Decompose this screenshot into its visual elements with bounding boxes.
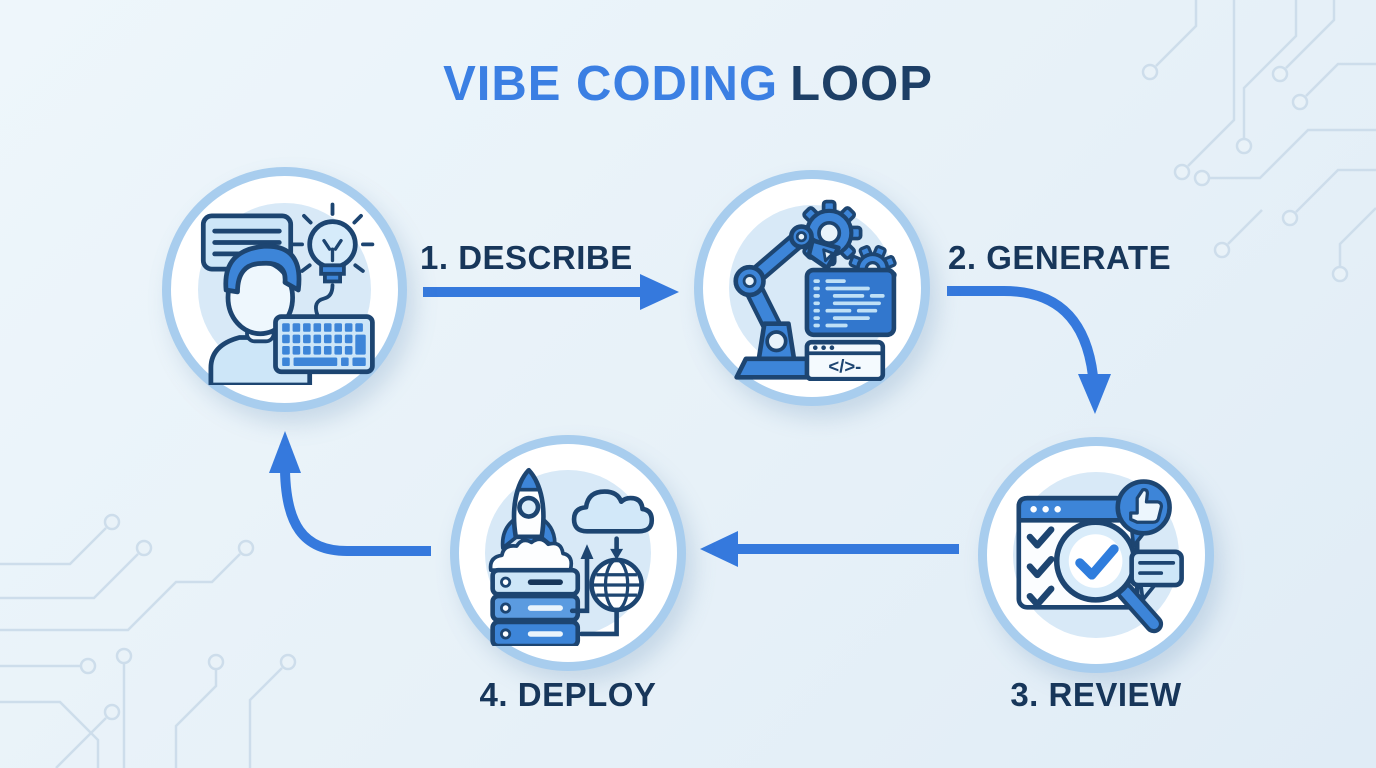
rocket-server-cloud-globe-icon bbox=[488, 467, 654, 646]
page-title-accent: LOOP bbox=[790, 57, 933, 111]
lightbulb-icon bbox=[290, 202, 374, 317]
comment-bubble-icon bbox=[1128, 548, 1184, 602]
arrow-describe-to-generate bbox=[423, 274, 679, 310]
cloud-icon bbox=[571, 488, 654, 534]
step-circle-deploy bbox=[450, 435, 686, 671]
robot-arm-gears-code-window-icon: </>- bbox=[732, 199, 897, 381]
page-title-primary: VIBE CODING bbox=[443, 57, 779, 111]
step-label-describe: 1. DESCRIBE bbox=[420, 239, 633, 276]
robot-arm-icon bbox=[732, 223, 841, 380]
server-stack-icon bbox=[489, 567, 580, 646]
cable-icon bbox=[313, 282, 334, 317]
transfer-arrows-icon bbox=[569, 535, 623, 636]
magnifier-check-icon bbox=[1053, 518, 1163, 633]
code-snippet-window-icon: </>- bbox=[804, 339, 885, 381]
thumbs-up-bubble-icon bbox=[1114, 478, 1172, 548]
step-circle-describe bbox=[162, 167, 407, 412]
checklist-checks-icon bbox=[1026, 525, 1054, 608]
circuit-pattern-bottom-left bbox=[0, 513, 297, 768]
globe-icon bbox=[588, 557, 644, 612]
step-circle-generate: </>- bbox=[694, 170, 930, 406]
step-label-generate: 2. GENERATE bbox=[948, 239, 1172, 276]
step-label-deploy: 4. DEPLOY bbox=[479, 676, 657, 713]
arrow-deploy-to-describe bbox=[269, 431, 431, 556]
arrow-review-to-deploy bbox=[700, 531, 959, 567]
arrow-generate-to-review bbox=[947, 286, 1111, 414]
rocket-icon bbox=[500, 467, 557, 550]
step-circle-review bbox=[978, 437, 1214, 673]
person-speech-bubble-lightbulb-keyboard-icon bbox=[200, 202, 375, 385]
keyboard-icon bbox=[272, 313, 375, 374]
smoke-cloud-icon bbox=[488, 536, 573, 572]
code-snippet-text: </>- bbox=[828, 355, 861, 376]
thumbs-up-icon bbox=[1128, 487, 1163, 524]
code-editor-window-icon bbox=[804, 267, 896, 337]
step-label-review: 3. REVIEW bbox=[1010, 676, 1182, 713]
checklist-magnifier-thumbs-up-icon bbox=[1015, 478, 1184, 633]
